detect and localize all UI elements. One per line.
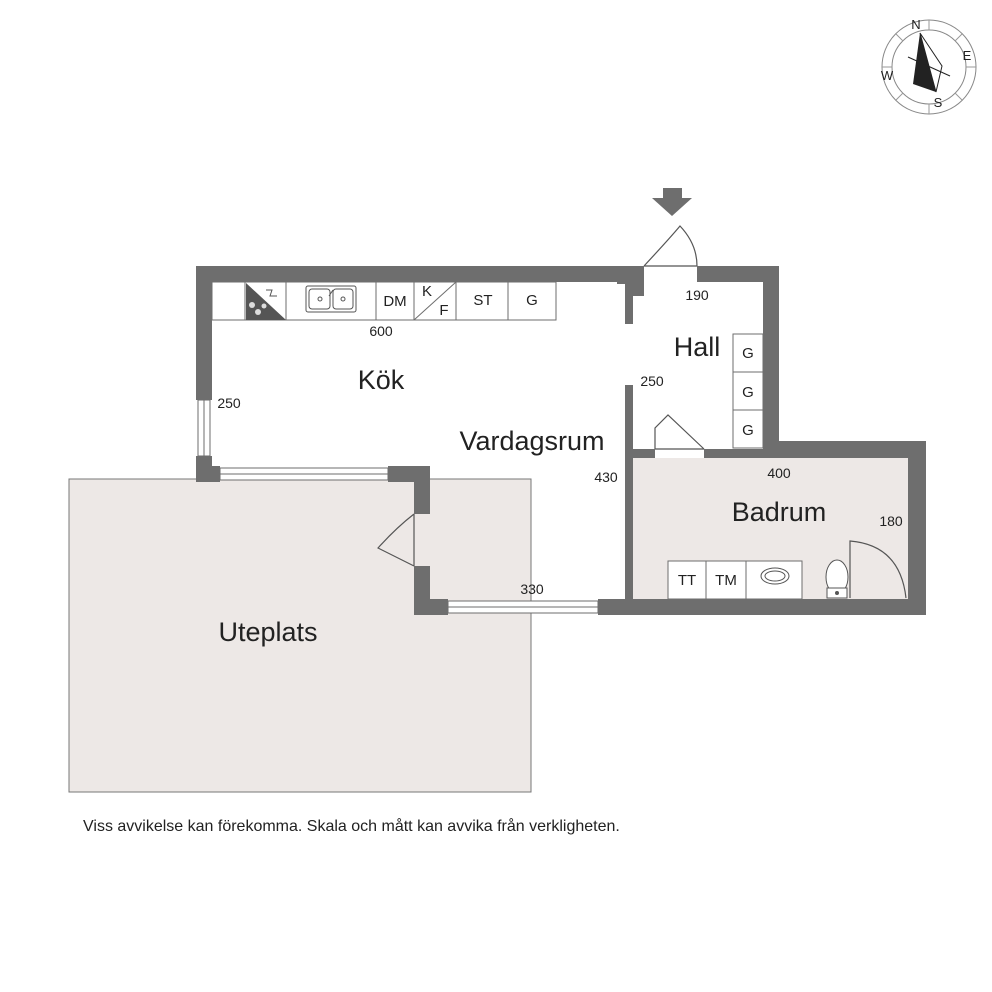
wardrobe-hall-2-label: G xyxy=(742,384,754,401)
uteplats-area xyxy=(68,478,532,793)
compass-north: N xyxy=(911,17,920,32)
wardrobe-kitchen-label: G xyxy=(526,292,538,309)
dimension-badrum-height: 180 xyxy=(879,513,903,529)
stove-icon xyxy=(246,283,286,320)
washbasin-icon xyxy=(760,567,790,585)
room-label-hall: Hall xyxy=(674,332,721,362)
compass-east: E xyxy=(963,48,972,63)
room-label-uteplats: Uteplats xyxy=(218,617,317,647)
dryer-label: TT xyxy=(678,572,696,589)
fridge-label: K xyxy=(422,283,432,300)
wardrobe-hall-1-label: G xyxy=(742,345,754,362)
dimension-hall-height: 250 xyxy=(640,373,664,389)
room-label-kok: Kök xyxy=(358,365,405,395)
dishwasher-label: DM xyxy=(383,293,406,310)
room-label-badrum: Badrum xyxy=(732,497,827,527)
entrance-arrow-icon xyxy=(652,188,692,216)
washer-label: TM xyxy=(715,572,737,589)
compass-west: W xyxy=(881,68,894,83)
dimension-vardagsrum-height: 430 xyxy=(594,469,618,485)
dimension-hall-width: 190 xyxy=(685,287,709,303)
dimension-badrum-width: 400 xyxy=(767,465,791,481)
compass-south: S xyxy=(934,95,943,110)
room-label-vardagsrum: Vardagsrum xyxy=(459,426,604,456)
walls xyxy=(196,266,926,615)
wardrobe-hall-3-label: G xyxy=(742,422,754,439)
disclaimer-text: Viss avvikelse kan förekomma. Skala och … xyxy=(83,818,620,835)
sink-icon xyxy=(305,285,357,313)
doors xyxy=(377,225,907,599)
dimension-vardagsrum-width: 330 xyxy=(520,581,544,597)
storage-label: ST xyxy=(473,292,492,309)
bathroom-counter xyxy=(667,560,803,600)
toilet-icon xyxy=(825,559,849,599)
windows xyxy=(197,399,599,614)
freezer-label: F xyxy=(439,302,448,319)
compass-rose-icon: N E S W xyxy=(881,17,977,115)
hall-wardrobes xyxy=(732,333,764,449)
dimension-kok-width: 600 xyxy=(369,323,393,339)
dimension-kok-height: 250 xyxy=(217,395,241,411)
